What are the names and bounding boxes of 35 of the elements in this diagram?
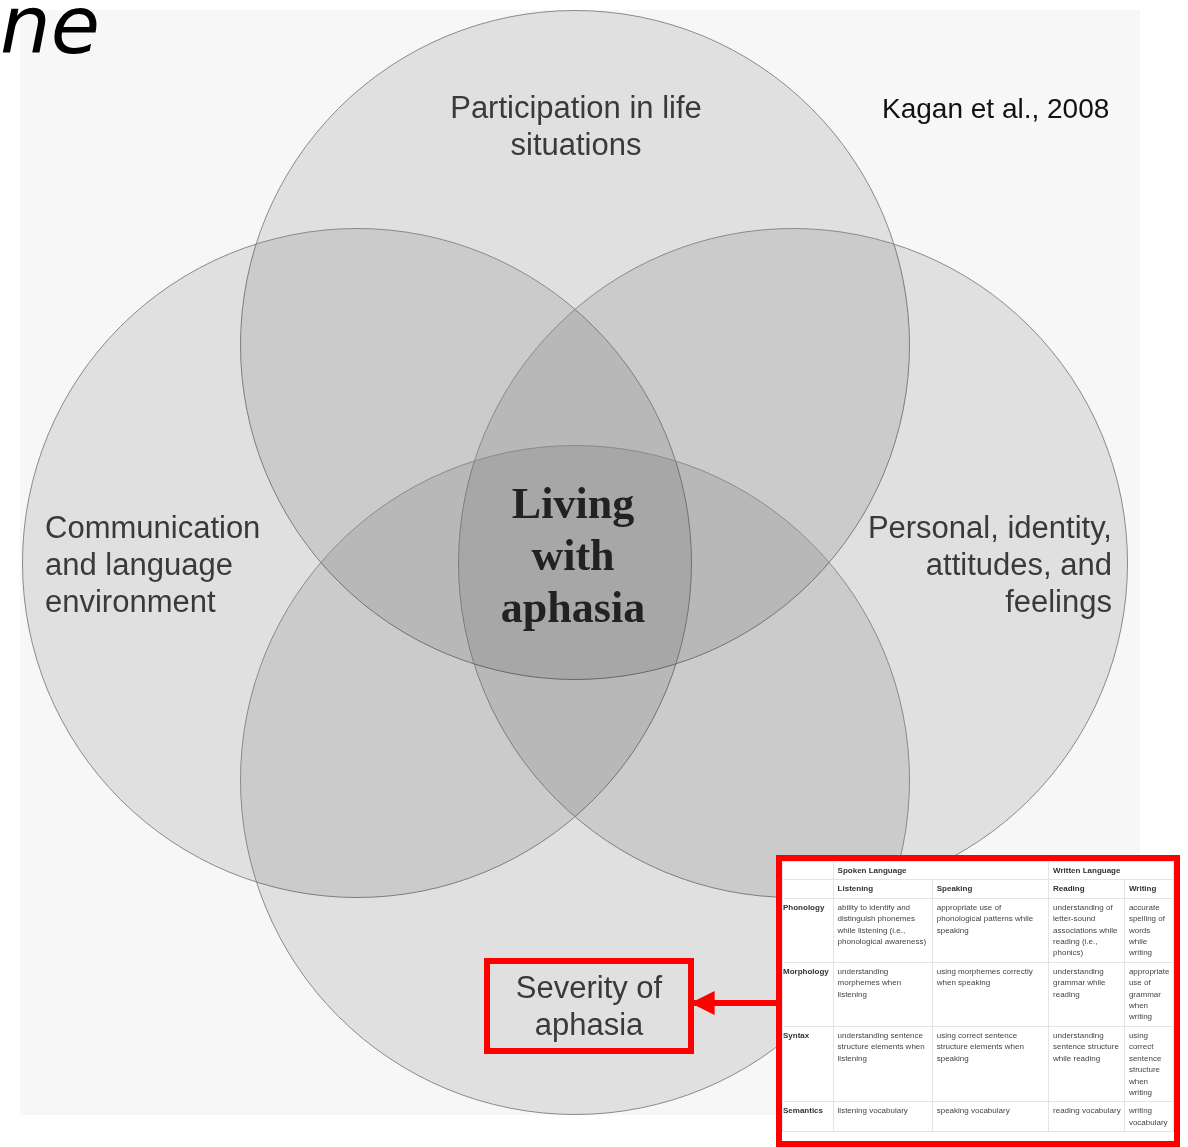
circle-label: Communication and language environment <box>45 509 262 620</box>
table-cell: ability to identify and distinguish phonemes while listening (i.e., phonological awareness) <box>833 898 933 963</box>
table-cell: writing vocabulary <box>1124 1101 1174 1132</box>
center-label: Living with aphasia <box>499 478 647 634</box>
table-header-cell: Written Language <box>1048 861 1174 880</box>
table-header-cell: Semantics <box>782 1101 834 1132</box>
table-cell: appropriate use of phonological patterns while speaking <box>932 898 1049 963</box>
citation: Kagan et al., 2008 <box>882 92 1110 126</box>
heading-fragment: ne <box>0 0 100 74</box>
highlight-box <box>484 958 694 1054</box>
table-cell: appropriate use of grammar when writing <box>1124 962 1174 1027</box>
box-label: Severity of aphasia <box>514 969 664 1043</box>
table-header-cell: Listening <box>833 879 933 899</box>
table-cell: understanding sentence structure while reading <box>1048 1026 1125 1102</box>
table-cell: using correct sentence structure when writing <box>1124 1026 1174 1102</box>
table-cell: reading vocabulary <box>1048 1101 1125 1132</box>
table-header-cell: Syntax <box>782 1026 834 1102</box>
table-cell: understanding morphemes when listening <box>833 962 933 1027</box>
table-cell: using morphemes correctly when speaking <box>932 962 1049 1027</box>
table-header-cell: Speaking <box>932 879 1049 899</box>
table-cell: speaking vocabulary <box>932 1101 1049 1132</box>
table-header-cell: Morphology <box>782 962 834 1027</box>
table-cell: using correct sentence structure elements when speaking <box>932 1026 1049 1102</box>
table-panel <box>776 855 1180 1147</box>
table-cell: understanding sentence structure elements when listening <box>833 1026 933 1102</box>
circle-label: Personal, identity, attitudes, and feelings <box>866 509 1112 620</box>
table-header-cell: Writing <box>1124 879 1174 899</box>
table-cell: listening vocabulary <box>833 1101 933 1132</box>
table-header-cell: Spoken Language <box>833 861 1049 880</box>
table-header-cell: Phonology <box>782 898 834 963</box>
circle-label: Participation in life situations <box>449 89 703 163</box>
table-cell: understanding grammar while reading <box>1048 962 1125 1027</box>
table-header-cell: Reading <box>1048 879 1125 899</box>
table-cell: understanding of letter-sound associations while reading (i.e., phonics) <box>1048 898 1125 963</box>
table-cell: accurate spelling of words while writing <box>1124 898 1174 963</box>
